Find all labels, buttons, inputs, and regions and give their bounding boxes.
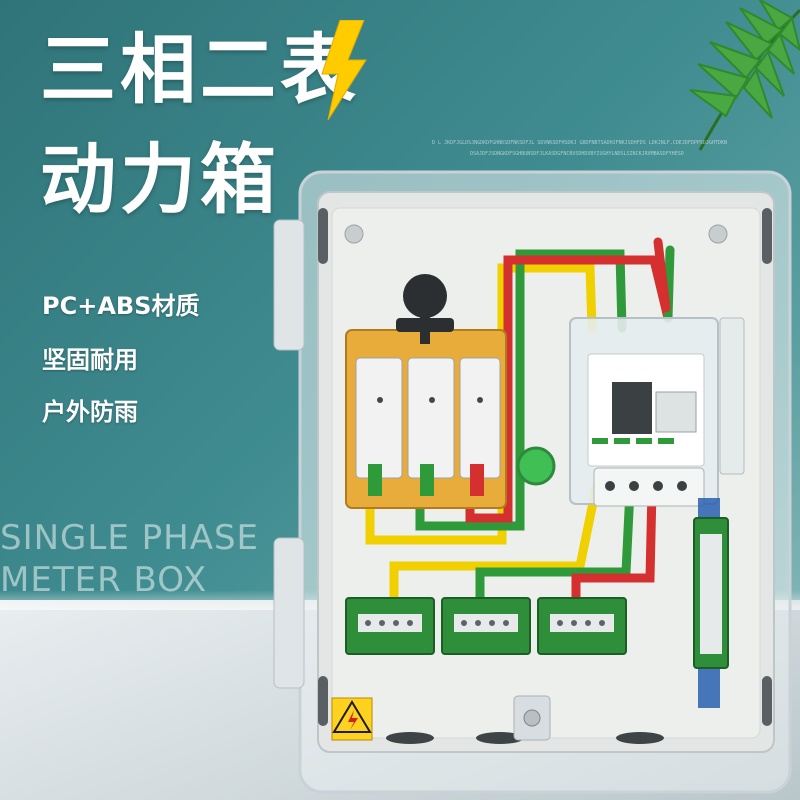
title-line-1: 三相二表: [40, 25, 360, 114]
english-title-line-2: METER BOX: [0, 560, 208, 600]
hinge: [273, 219, 305, 689]
feature-material: PC+ABS材质: [42, 292, 200, 320]
feature-rainproof: 户外防雨: [42, 398, 138, 426]
title-line-2: 动力箱: [40, 135, 280, 224]
decorative-microtext: D L JKDFJGLDSJNGDKDFGHNKSDFNKSDFJL SDVNK…: [432, 140, 728, 146]
energy-meter: [569, 317, 719, 507]
warning-triangle-icon: [331, 697, 373, 741]
palm-leaf-icon: [689, 0, 800, 151]
isolating-switch: [345, 274, 507, 509]
lightning-bolt-icon: [321, 20, 367, 120]
decorative-microtext: DSAJDFJSDNGKDFSGHBUNSDFJLKASDGFNCBVSDHDX…: [470, 151, 684, 157]
feature-durable: 坚固耐用: [42, 346, 138, 374]
meter-box-product: [273, 170, 792, 794]
english-title-line-1: SINGLE PHASE: [0, 518, 260, 558]
